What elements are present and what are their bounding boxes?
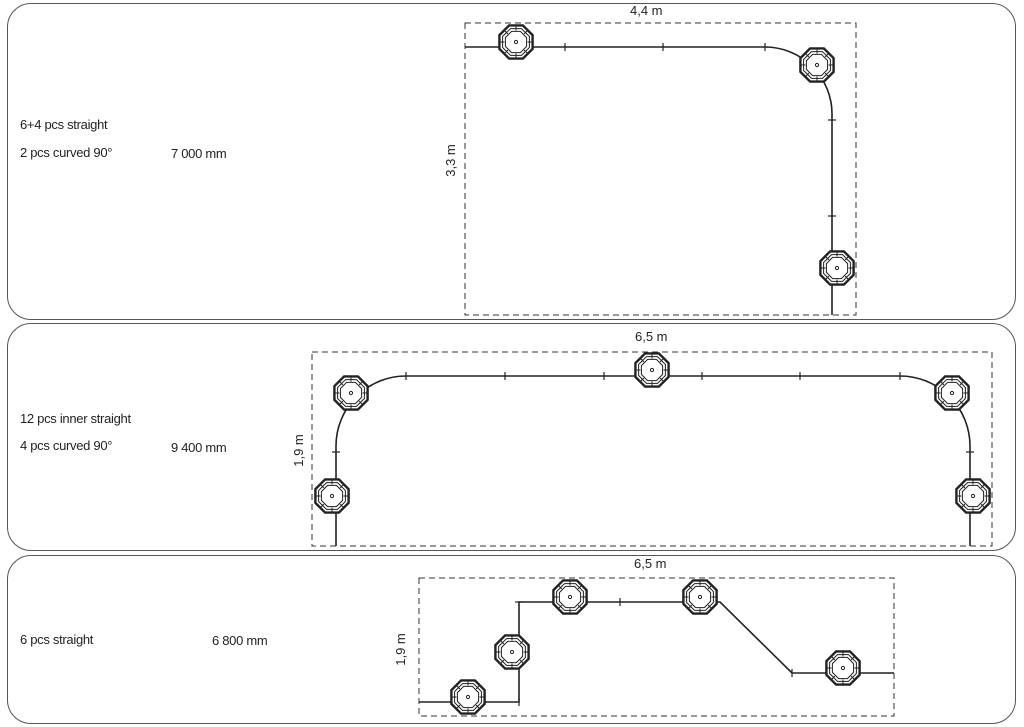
layout-2-line-1: 12 pcs inner straight xyxy=(20,411,131,426)
layout-1-length: 7 000 mm xyxy=(171,146,227,161)
layout-3-width-label: 6,5 m xyxy=(634,556,667,571)
post-octagon-icon xyxy=(450,679,486,715)
post-octagon-icon xyxy=(634,352,670,388)
post-octagon-icon xyxy=(819,250,855,286)
layout-3-line-1: 6 pcs straight xyxy=(20,632,94,647)
layout-2-bounding-box xyxy=(311,351,993,547)
post-octagon-icon xyxy=(494,634,530,670)
layout-1-line-1: 6+4 pcs straight xyxy=(20,117,108,132)
post-octagon-icon xyxy=(682,579,718,615)
layout-3-length: 6 800 mm xyxy=(212,633,268,648)
layout-3-bounding-box xyxy=(418,577,895,717)
layout-1-line-2: 2 pcs curved 90° xyxy=(20,145,113,160)
layout-2-line-2: 4 pcs curved 90° xyxy=(20,438,113,453)
post-octagon-icon xyxy=(314,478,350,514)
layout-1-track xyxy=(465,46,833,315)
post-octagon-icon xyxy=(934,375,970,411)
post-octagon-icon xyxy=(498,24,534,60)
post-octagon-icon xyxy=(955,478,991,514)
post-octagon-icon xyxy=(825,650,861,686)
layout-2-track xyxy=(335,375,971,546)
layout-panel-1 xyxy=(7,3,1016,320)
layout-1-width-label: 4,4 m xyxy=(630,3,663,18)
layout-panel-2 xyxy=(7,323,1016,551)
layout-1-bounding-box xyxy=(464,22,857,316)
layout-panel-3 xyxy=(7,555,1016,724)
layout-2-width-label: 6,5 m xyxy=(635,329,668,344)
post-octagon-icon xyxy=(552,579,588,615)
post-octagon-icon xyxy=(799,47,835,83)
layout-2-length: 9 400 mm xyxy=(171,440,227,455)
layout-3-track xyxy=(419,601,894,703)
post-octagon-icon xyxy=(333,375,369,411)
